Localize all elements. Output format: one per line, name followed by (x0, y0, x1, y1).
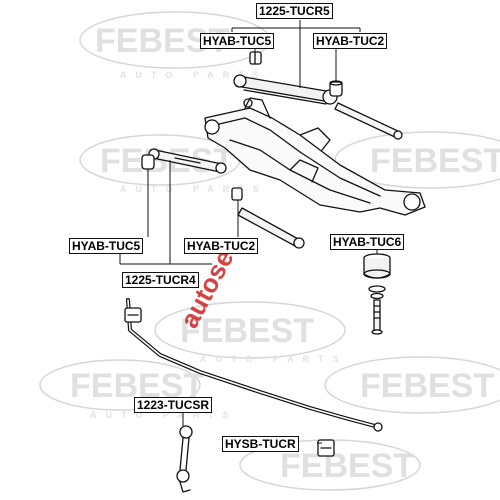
watermark-brand: FEBEST (180, 312, 314, 350)
watermark-sub: AUTO PARTS (200, 354, 348, 364)
bushing-hyab-tuc5-top (249, 51, 262, 65)
leader-lines (119, 20, 378, 444)
stabilizer-bushing-right (317, 439, 335, 457)
part-label-hyab-tuc6: HYAB-TUC6 (330, 234, 405, 250)
lateral-rod-right (334, 102, 403, 140)
watermark-brand: FEBEST (370, 142, 500, 180)
part-label-1225-tucr4: 1225-TUCR4 (122, 272, 199, 288)
stabilizer-bushing-left (124, 307, 142, 323)
part-label-hysb-tucr: HYSB-TUCR (222, 436, 299, 452)
part-label-1225-tucr5: 1225-TUCR5 (256, 3, 333, 19)
bushing-hyab-tuc5-left (141, 154, 155, 170)
stabilizer-bar (126, 298, 383, 432)
part-label-hyab-tuc5-left: HYAB-TUC5 (69, 238, 144, 254)
part-label-hyab-tuc2-top: HYAB-TUC2 (313, 33, 388, 49)
watermark-sub: AUTO PARTS (90, 410, 238, 420)
stabilizer-link (176, 425, 193, 493)
lower-control-arm (148, 148, 227, 174)
bushing-hyab-tuc2-mid (231, 187, 243, 201)
trailing-link (237, 207, 305, 249)
bushing-hyab-tuc2-top (329, 80, 343, 97)
rear-subframe (204, 97, 426, 216)
watermark-brand: FEBEST (280, 447, 414, 485)
watermark-brand: FEBEST (360, 367, 494, 405)
watermark-sub: AUTO PARTS (120, 184, 268, 194)
part-label-hyab-tuc2-mid: HYAB-TUC2 (184, 238, 259, 254)
watermark-sub: AUTO PARTS (120, 70, 268, 80)
part-label-1223-tucsr: 1223-TUCSR (134, 397, 213, 413)
part-label-hyab-tuc5-top: HYAB-TUC5 (200, 33, 275, 49)
mounting-bolt (368, 285, 386, 335)
bushing-hyab-tuc6 (363, 253, 391, 279)
